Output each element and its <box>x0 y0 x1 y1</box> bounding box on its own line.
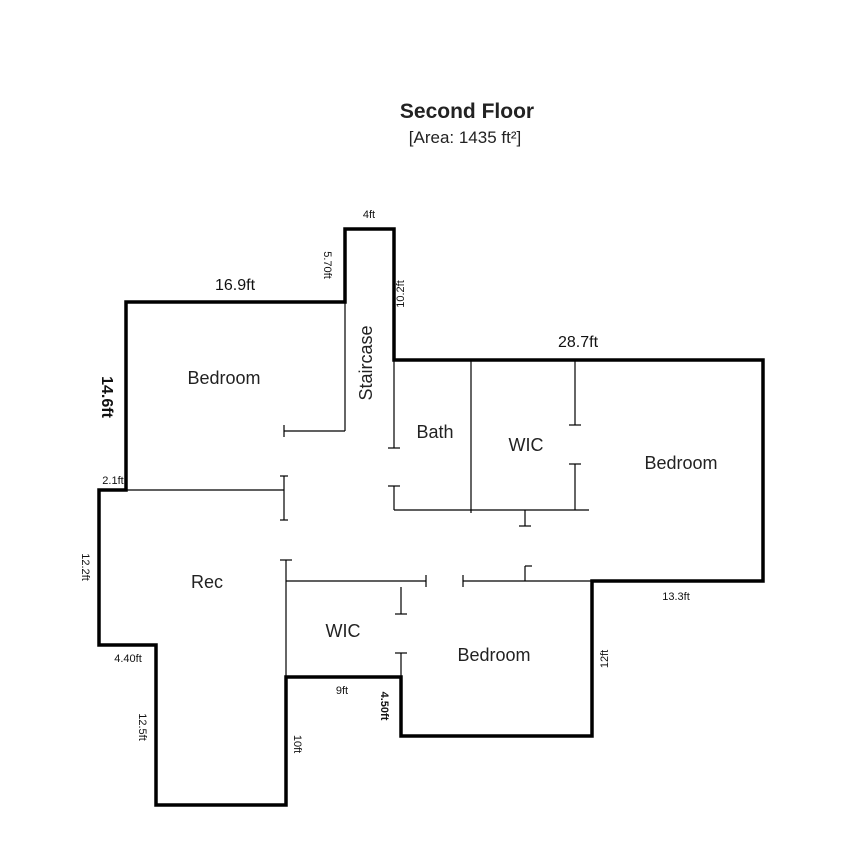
dim-label-2-1ft: 2.1ft <box>102 475 123 487</box>
dim-label-13-3ft: 13.3ft <box>662 591 690 603</box>
room-label-wic-ne: WIC <box>509 435 544 455</box>
dim-label-4-40ft: 4.40ft <box>114 653 142 665</box>
dim-label-9ft: 9ft <box>336 685 348 697</box>
dim-label-16-9ft: 16.9ft <box>215 277 256 294</box>
room-label-bath: Bath <box>416 422 453 442</box>
plan-subtitle: [Area: 1435 ft²] <box>409 128 521 147</box>
dim-label-5-70ft: 5.70ft <box>321 251 333 279</box>
dim-label-4-50ft: 4.50ft <box>378 692 390 721</box>
plan-title: Second Floor <box>400 100 534 123</box>
room-label-wic-s: WIC <box>326 621 361 641</box>
dim-label-12-2ft: 12.2ft <box>79 553 91 581</box>
dim-label-4ft: 4ft <box>363 209 375 221</box>
interior-walls <box>126 302 592 677</box>
dim-label-28-7ft: 28.7ft <box>558 334 599 351</box>
dim-label-14-6ft: 14.6ft <box>98 376 115 418</box>
room-label-bedroom-nw: Bedroom <box>187 368 260 388</box>
dim-label-12-5ft: 12.5ft <box>136 713 148 741</box>
exterior-wall <box>97 227 765 807</box>
dim-label-12ft: 12ft <box>599 650 611 668</box>
dim-label-10ft: 10ft <box>291 735 303 753</box>
room-label-staircase: Staircase <box>356 325 376 400</box>
room-label-rec: Rec <box>191 572 223 592</box>
room-label-bedroom-e: Bedroom <box>644 453 717 473</box>
room-label-bedroom-s: Bedroom <box>457 645 530 665</box>
dim-label-10-2ft: 10.2ft <box>395 280 407 308</box>
